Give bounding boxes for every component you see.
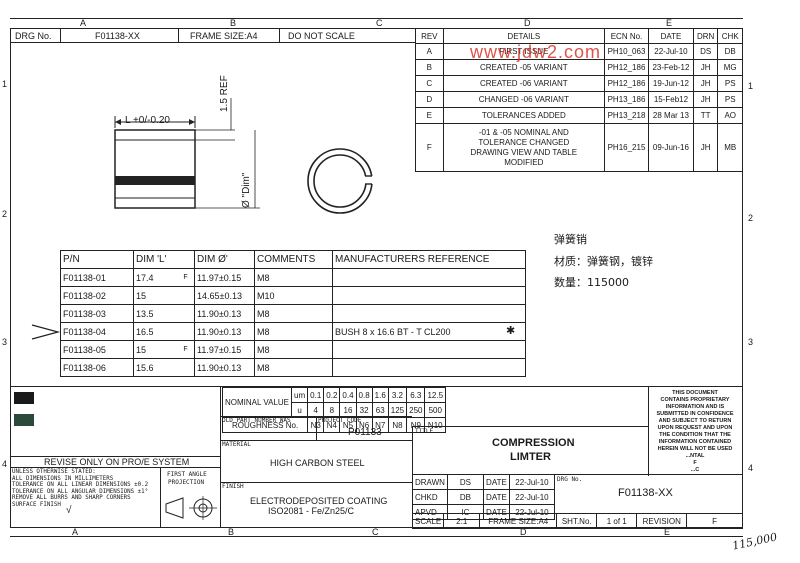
zone-number: 2 bbox=[748, 213, 754, 223]
zone-letter: C bbox=[376, 18, 383, 28]
zone-letter: D bbox=[520, 527, 527, 537]
rev-header: REV bbox=[415, 28, 444, 44]
logo-block bbox=[14, 414, 34, 426]
date-header: DATE bbox=[647, 28, 694, 44]
drg-no-value: F01138-XX bbox=[95, 31, 140, 41]
zone-number: 3 bbox=[2, 337, 8, 347]
revision-row: F -01 & -05 NOMINAL AND TOLERANCE CHANGE… bbox=[415, 123, 743, 172]
zone-letter: B bbox=[230, 18, 237, 28]
old-part-label: OLD PART NUMBER WAS bbox=[222, 417, 291, 424]
parts-table: P/N DIM 'L' DIM Ø' COMMENTS MANUFACTURER… bbox=[60, 250, 526, 377]
zone-number: 4 bbox=[748, 463, 754, 473]
drg-no-label: DRG No. bbox=[557, 476, 583, 483]
general-notes: UNLESS OTHERWISE STATED:ALL DIMENSIONS I… bbox=[12, 469, 149, 508]
note-quantity: 数量：115000 bbox=[554, 276, 629, 289]
note-material: 材质：弹簧钢，镀锌 bbox=[554, 255, 653, 268]
frame-size: FRAME SIZE:A4 bbox=[190, 31, 258, 41]
zone-letter: E bbox=[664, 527, 671, 537]
header-strip bbox=[10, 28, 415, 43]
mfr-ref-header: MANUFACTURERS REFERENCE bbox=[332, 250, 526, 269]
note-title: 弹簧销 bbox=[554, 233, 587, 246]
comments-header: COMMENTS bbox=[254, 250, 333, 269]
ref-dimension: 1.5 REF bbox=[219, 75, 230, 112]
diameter-dimension: Ø "Dim" bbox=[241, 172, 252, 208]
length-dimension: L +0/-0.20 bbox=[125, 115, 170, 126]
watermark: www.jdw2.com bbox=[470, 42, 602, 62]
surface-finish-icon: √ bbox=[66, 505, 72, 516]
zone-number: 1 bbox=[748, 81, 754, 91]
zone-letter: A bbox=[72, 527, 79, 537]
zone-number: 1 bbox=[2, 79, 8, 89]
scale-row: SCALE 2:1 FRAME SIZE:A4 SHT.No. 1 of 1 R… bbox=[411, 513, 743, 529]
drg-no-label: DRG No. bbox=[15, 31, 52, 41]
bush-drawing bbox=[114, 98, 375, 214]
material-value: HIGH CARBON STEEL bbox=[270, 458, 365, 468]
pn-header: P/N bbox=[60, 250, 134, 269]
approval-mark-icon: ✱ bbox=[506, 325, 516, 337]
handwritten-quantity: 115,000 bbox=[731, 530, 779, 553]
ecn-header: ECN No. bbox=[604, 28, 649, 44]
revise-note: REVISE ONLY ON PRO/E SYSTEM bbox=[44, 457, 190, 467]
projection-label: FIRST ANGLE bbox=[167, 471, 207, 478]
drawing-title: LIMTER bbox=[510, 451, 551, 463]
logo-block bbox=[14, 392, 34, 404]
zone-letter: E bbox=[666, 18, 673, 28]
zone-letter: B bbox=[228, 527, 235, 537]
drn-header: DRN bbox=[692, 28, 719, 44]
title-label: TITLE bbox=[415, 428, 434, 435]
title-block bbox=[10, 386, 743, 528]
zone-letter: D bbox=[524, 18, 531, 28]
project-code-value: P01133 bbox=[348, 427, 382, 438]
first-angle-projection-icon bbox=[165, 496, 217, 520]
zone-letter: A bbox=[80, 18, 87, 28]
diml-header: DIM 'L' bbox=[133, 250, 195, 269]
projection-label: PROJECTION bbox=[168, 479, 205, 486]
zone-letter: C bbox=[372, 527, 379, 537]
arrow-pointer-icon bbox=[31, 324, 61, 340]
finish-label: FINISH bbox=[222, 483, 244, 490]
drawing-title: COMPRESSION bbox=[492, 437, 575, 449]
dimd-header: DIM Ø' bbox=[194, 250, 255, 269]
zone-number: 3 bbox=[748, 337, 754, 347]
chk-header: CHK bbox=[717, 28, 743, 44]
material-label: MATERIAL bbox=[222, 441, 251, 448]
drg-no-value: F01138-XX bbox=[618, 487, 673, 499]
finish-line: ELECTRODEPOSITED COATING bbox=[250, 496, 388, 506]
project-code-label: PROJECT CODE bbox=[318, 417, 362, 424]
finish-line: ISO2081 - Fe/Zn25/C bbox=[268, 506, 355, 516]
do-not-scale: DO NOT SCALE bbox=[288, 31, 355, 41]
zone-number: 2 bbox=[2, 209, 8, 219]
drawing-frame bbox=[10, 28, 743, 528]
zone-number: 4 bbox=[2, 459, 8, 469]
